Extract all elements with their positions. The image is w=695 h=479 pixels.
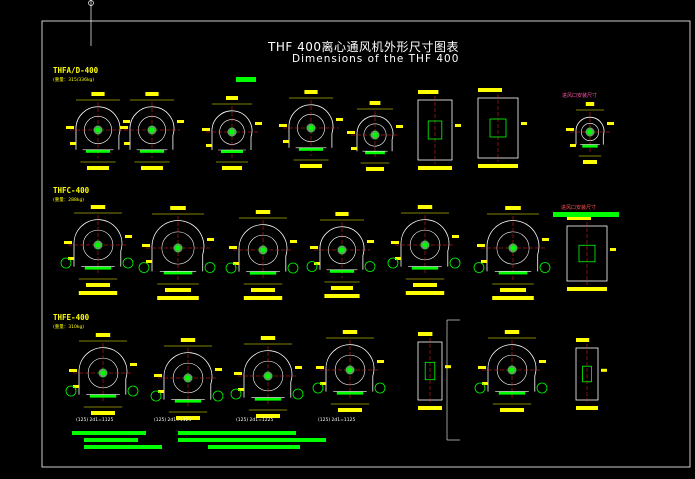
footer-note-right: (125) 2d1=1125 [318, 418, 356, 423]
section-weight-thfc: (重量：288kg) [53, 198, 85, 203]
side-view [417, 332, 451, 410]
section-label-thfc: THFC-400 [53, 186, 90, 195]
side-view [477, 88, 527, 168]
inlet-note-row1: 进风口安装尺寸 [562, 93, 598, 99]
origin-marker-circle [88, 0, 94, 6]
fan-view [306, 212, 376, 298]
row-thfe-drawings [65, 330, 607, 420]
fan-view [225, 210, 299, 300]
side-view [575, 338, 607, 410]
footer-note-mid2: (125) 2d1=1225 [236, 418, 274, 423]
section-weight-thfe: (重量：310kg) [53, 325, 85, 330]
row-thfc-drawings [60, 205, 619, 300]
fan-view [202, 96, 262, 170]
fan-view [66, 92, 130, 170]
fan-view [150, 338, 224, 420]
fan-view [60, 205, 134, 295]
fan-view [120, 92, 184, 170]
drawing-title-en: Dimensions of the THF 400 [292, 53, 460, 65]
section-label-thfe: THFE-400 [53, 313, 90, 322]
footer-note-left: (125) 2d1=1125 [76, 418, 114, 423]
fan-view [65, 333, 139, 415]
fan-view [474, 330, 548, 412]
drawing-title-cn: THF 400离心通风机外形尺寸图表 [268, 40, 459, 54]
fan-view [387, 205, 461, 295]
side-view [417, 90, 461, 170]
fan-view [138, 206, 216, 300]
row-thfa-drawings [66, 77, 614, 171]
fan-view [279, 90, 343, 168]
legend-bars [72, 431, 326, 449]
inlet-note-row2: 进风口安装尺寸 [561, 205, 597, 211]
fan-view [473, 206, 551, 300]
fan-view [230, 336, 304, 418]
footer-note-mid1: (125) 2d1=1125 [154, 418, 192, 423]
fan-view [566, 102, 614, 164]
fan-view [312, 330, 386, 412]
drawing-frame [41, 20, 691, 468]
section-weight-thfa: (重量：315/336kg) [53, 78, 95, 83]
fan-view [347, 101, 403, 171]
side-view [566, 216, 616, 291]
section-label-thfa: THFA/D-400 [53, 66, 99, 75]
